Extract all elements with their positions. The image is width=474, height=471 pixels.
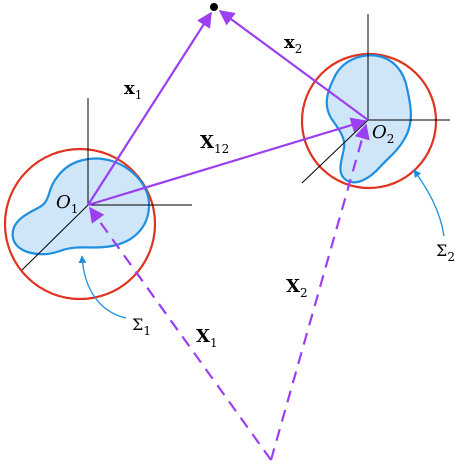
vector-X12 <box>87 117 367 207</box>
vectors <box>87 10 370 461</box>
label-Sigma1: Σ1 <box>132 315 151 338</box>
vector-x2 <box>218 10 369 121</box>
sigma-pointers <box>78 169 445 319</box>
body-2 <box>300 14 450 190</box>
label-X2: X2 <box>286 276 308 300</box>
label-X1: X1 <box>196 326 218 350</box>
vector-X2 <box>269 123 370 461</box>
sigma1-pointer <box>78 255 127 319</box>
axis-1c <box>21 204 89 271</box>
label-Sigma2: Σ2 <box>436 241 455 264</box>
label-O1: O1 <box>56 192 78 216</box>
body-shape-2 <box>325 54 412 184</box>
bounding-circle-1 <box>3 147 157 301</box>
label-X12: X12 <box>200 132 229 156</box>
field-point <box>210 3 218 11</box>
vector-X1 <box>89 206 272 461</box>
vector-x1 <box>87 11 212 206</box>
body-shape-1 <box>11 157 151 256</box>
label-O2: O2 <box>372 122 394 146</box>
bounding-circle-2 <box>300 52 438 190</box>
label-x2: x2 <box>284 32 302 56</box>
sigma2-pointer <box>413 169 445 237</box>
body-1 <box>3 98 192 301</box>
label-x1: x1 <box>124 78 142 102</box>
